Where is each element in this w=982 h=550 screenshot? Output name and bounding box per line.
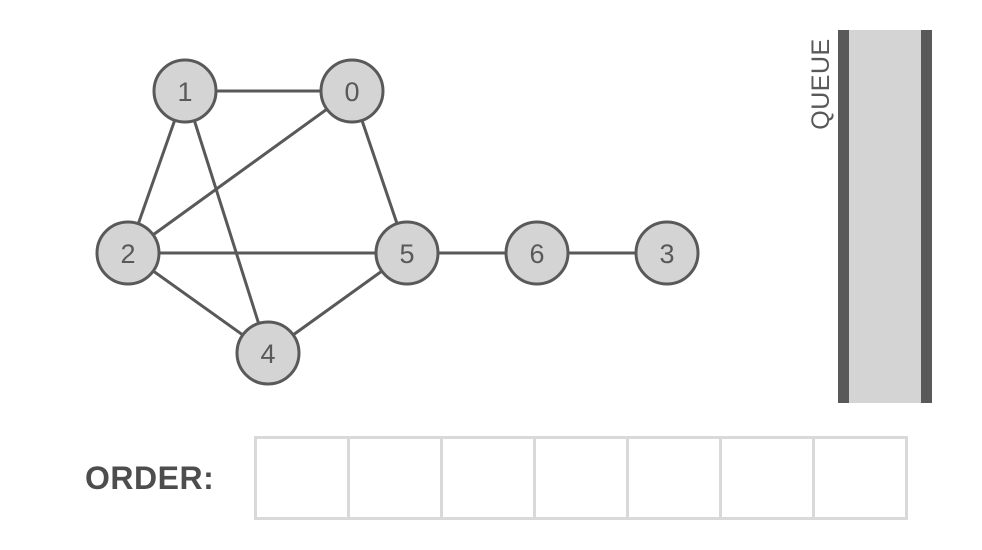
order-cell-6[interactable] <box>812 436 909 520</box>
queue-label: QUEUE <box>807 38 835 130</box>
order-row: ORDER: <box>85 433 909 523</box>
graph-node-circle-6[interactable] <box>504 220 570 286</box>
order-cells <box>254 436 909 520</box>
graph-node-circle-5[interactable] <box>374 220 440 286</box>
graph-node-label-0: 0 <box>344 77 359 107</box>
graph-node-circle-2[interactable] <box>95 220 161 286</box>
order-cell-4[interactable] <box>626 436 723 520</box>
graph-node-label-4: 4 <box>260 339 275 369</box>
graph-node-0[interactable]: 0 <box>319 58 385 124</box>
graph-node-label-5: 5 <box>399 239 414 269</box>
graph-diagram: 0 1 2 3 4 5 6 <box>95 58 700 386</box>
order-cell-2[interactable] <box>440 436 537 520</box>
graph-node-4[interactable]: 4 <box>235 320 301 386</box>
graph-node-1[interactable]: 1 <box>152 58 218 124</box>
graph-node-2[interactable]: 2 <box>95 220 161 286</box>
order-cell-0[interactable] <box>254 436 351 520</box>
graph-node-label-3: 3 <box>659 239 674 269</box>
order-label: ORDER: <box>85 459 215 496</box>
queue-panel: QUEUE <box>800 28 940 406</box>
graph-node-6[interactable]: 6 <box>504 220 570 286</box>
graph-node-3[interactable]: 3 <box>634 220 700 286</box>
graph-node-circle-1[interactable] <box>152 58 218 124</box>
order-cell-1[interactable] <box>347 436 444 520</box>
queue-container[interactable] <box>838 30 932 403</box>
order-cell-5[interactable] <box>719 436 816 520</box>
graph-node-5[interactable]: 5 <box>374 220 440 286</box>
graph-edge-0-2 <box>126 89 354 255</box>
graph-node-label-6: 6 <box>529 239 544 269</box>
graph-node-layer: 0 1 2 3 4 5 6 <box>95 58 700 386</box>
graph-node-circle-3[interactable] <box>634 220 700 286</box>
order-cell-3[interactable] <box>533 436 630 520</box>
graph-node-label-2: 2 <box>120 239 135 269</box>
graph-edge-1-4 <box>183 89 270 355</box>
queue-items <box>849 30 921 403</box>
graph-node-circle-0[interactable] <box>319 58 385 124</box>
graph-node-label-1: 1 <box>177 77 192 107</box>
graph-node-circle-4[interactable] <box>235 320 301 386</box>
